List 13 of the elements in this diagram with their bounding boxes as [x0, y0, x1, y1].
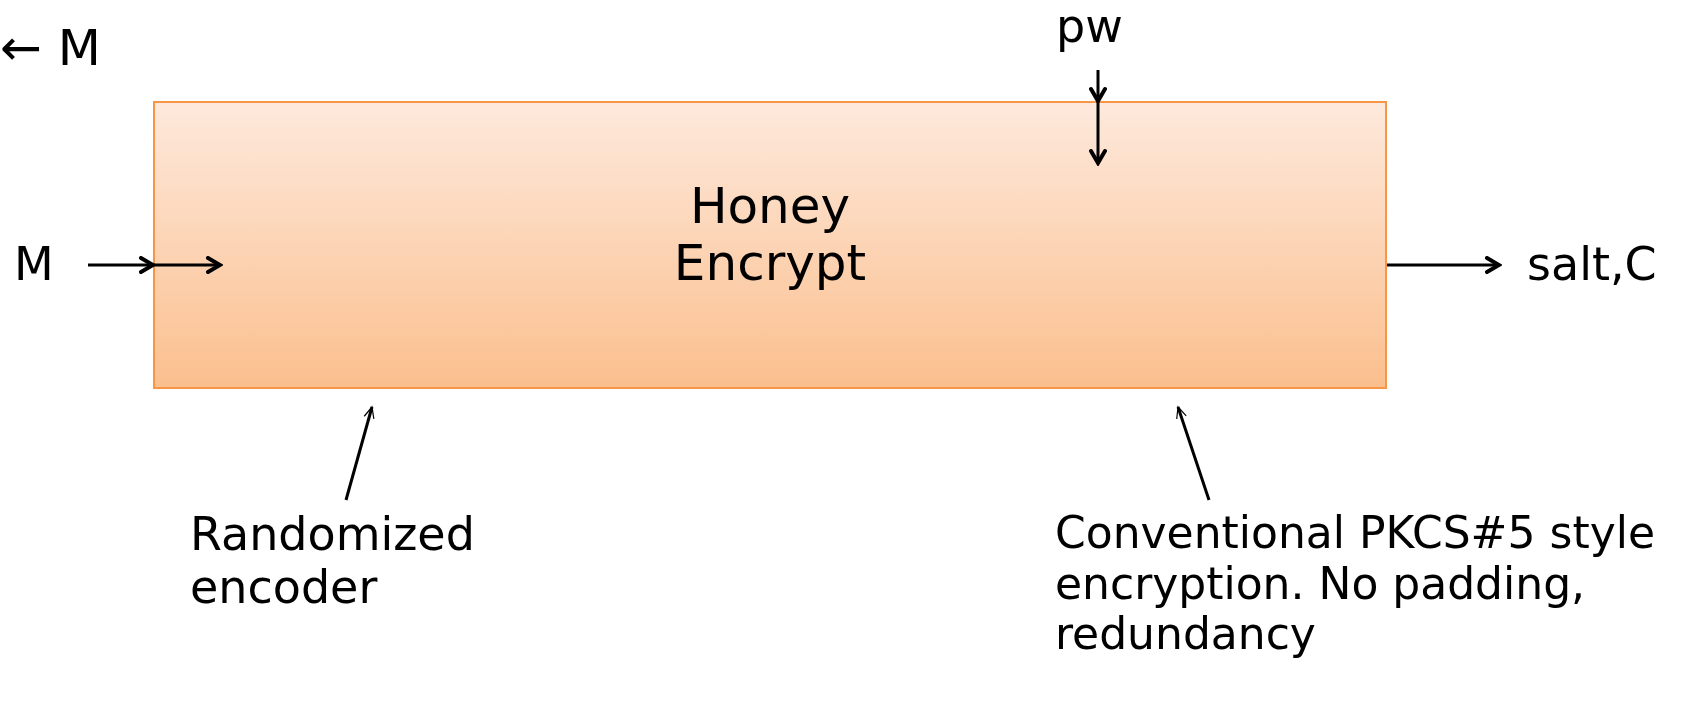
arrow — [88, 256, 223, 274]
box-title: Honey Encrypt — [672, 177, 868, 293]
leader-line — [344, 406, 375, 501]
node-label: M — [14, 238, 55, 291]
node-label: salt,C — [1527, 238, 1658, 291]
process-box — [153, 101, 1387, 389]
leader-line — [1176, 406, 1211, 501]
arrow — [1089, 70, 1107, 166]
text-label: ← M — [0, 20, 101, 78]
node-label: Conventional PKCS#5 style encryption. No padding, redundancy — [1055, 508, 1656, 660]
node-label: Randomized encoder — [190, 508, 476, 614]
arrow — [1387, 256, 1501, 274]
node-label: pw — [1056, 0, 1124, 53]
